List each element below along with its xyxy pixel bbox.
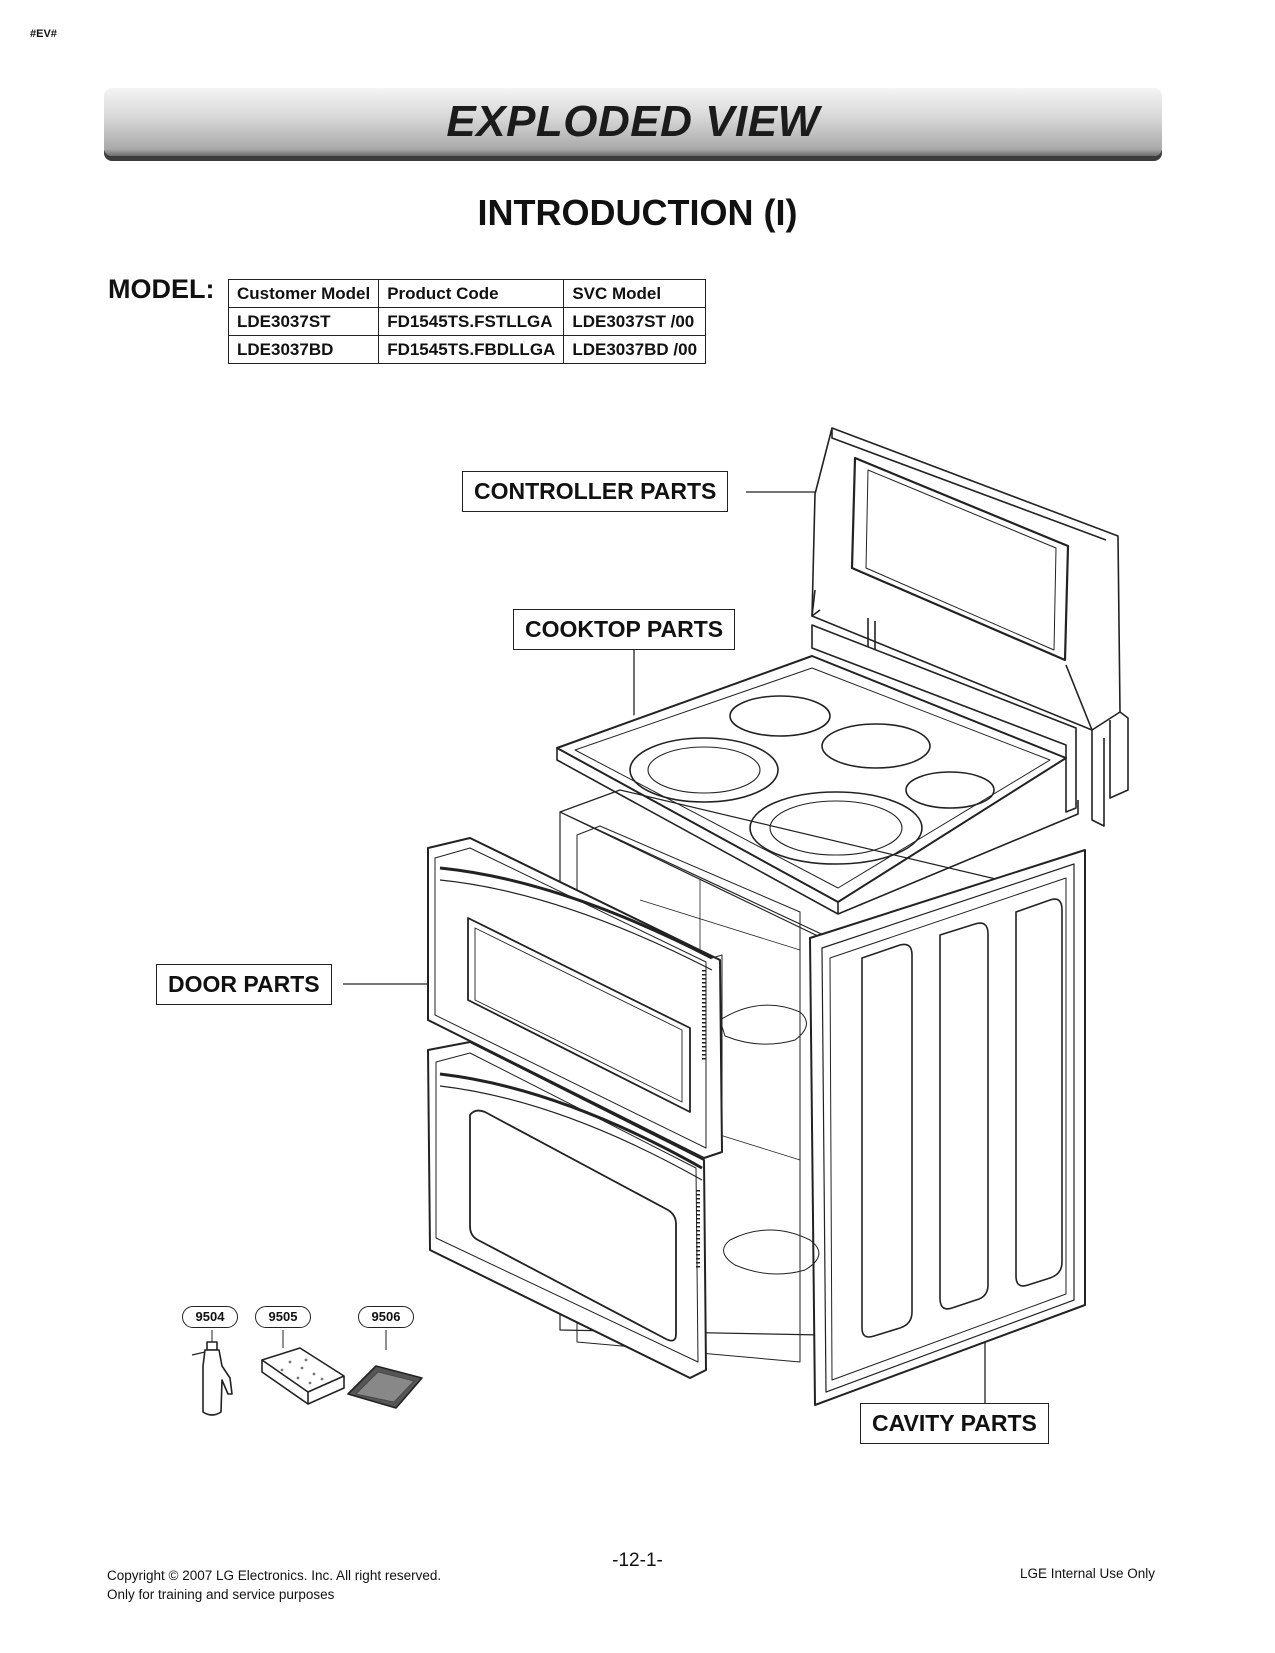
- table-cell: FD1545TS.FBDLLGA: [378, 335, 565, 364]
- door-parts-label: DOOR PARTS: [156, 964, 332, 1005]
- banner-title: EXPLODED VIEW: [446, 97, 820, 146]
- scrub-sponge-icon: [261, 1330, 345, 1405]
- table-cell: FD1545TS.FSTLLGA: [378, 307, 565, 336]
- footer-copyright: Copyright © 2007 LG Electronics. Inc. Al…: [107, 1568, 442, 1583]
- model-table: Customer Model Product Code SVC Model LD…: [227, 279, 707, 364]
- table-header-cell: Product Code: [378, 279, 565, 308]
- spray-bottle-icon: [191, 1330, 233, 1416]
- footer-note: Only for training and service purposes: [107, 1587, 335, 1602]
- lower-door: [427, 1041, 707, 1379]
- table-cell: LDE3037ST /00: [563, 307, 707, 336]
- table-cell: LDE3037BD: [227, 335, 380, 364]
- cavity-parts-label: CAVITY PARTS: [860, 1403, 1049, 1444]
- table-header-cell: Customer Model: [227, 279, 380, 308]
- table-row: LDE3037ST FD1545TS.FSTLLGA LDE3037ST /00: [227, 307, 707, 336]
- controller-panel: [811, 427, 1129, 827]
- part-number-callout: 9504: [182, 1306, 238, 1328]
- table-cell: LDE3037BD /00: [563, 335, 707, 364]
- cooktop-parts-label: COOKTOP PARTS: [513, 609, 736, 650]
- part-number-callout: 9505: [255, 1306, 311, 1328]
- section-subtitle: INTRODUCTION (I): [477, 192, 798, 233]
- page-number: -12-1-: [612, 1550, 663, 1571]
- table-header-row: Customer Model Product Code SVC Model: [227, 279, 707, 308]
- part-number-callout: 9506: [358, 1306, 414, 1328]
- cooktop-panel: [556, 624, 1080, 915]
- footer-right: LGE Internal Use Only: [1019, 1566, 1155, 1581]
- scraper-pad-icon: [347, 1330, 423, 1409]
- header-tag: #EV#: [30, 28, 57, 40]
- footer-left: Copyright © 2007 LG Electronics. Inc. Al…: [107, 1566, 441, 1604]
- table-row: LDE3037BD FD1545TS.FBDLLGA LDE3037BD /00: [227, 335, 707, 364]
- controller-parts-label: CONTROLLER PARTS: [462, 471, 729, 512]
- upper-door: [427, 837, 723, 1159]
- title-banner: EXPLODED VIEW: [104, 88, 1162, 156]
- model-label: MODEL:: [108, 274, 215, 304]
